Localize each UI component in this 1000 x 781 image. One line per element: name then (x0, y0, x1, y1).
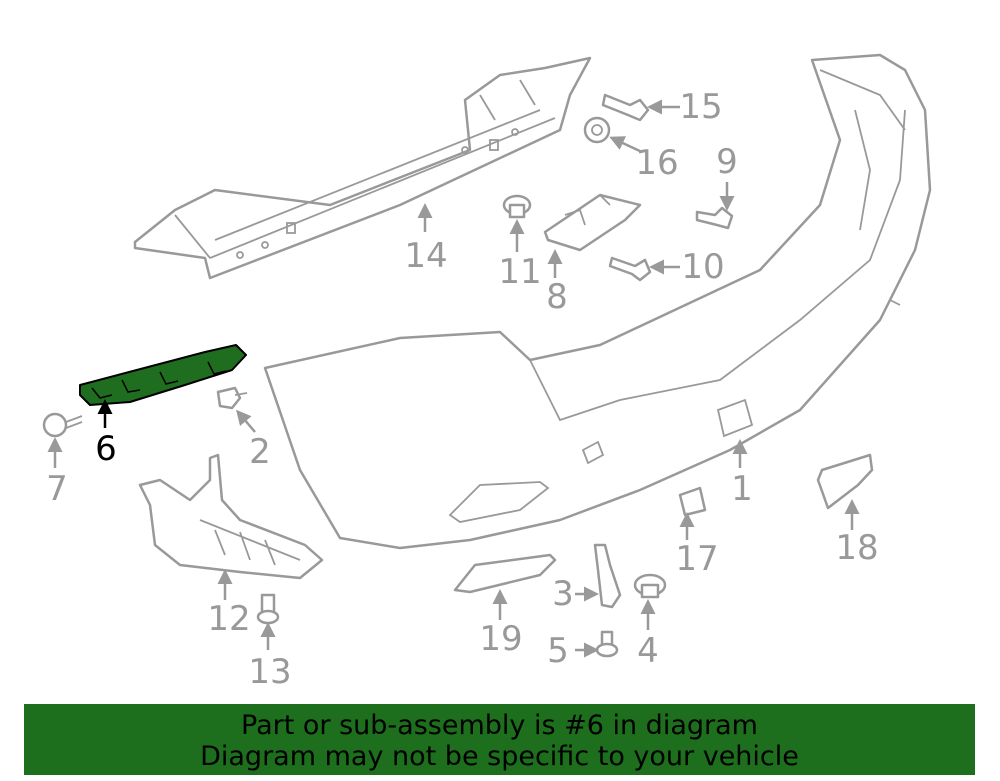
highlighted-part-6[interactable] (79, 344, 247, 406)
banner-line-2: Diagram may not be specific to your vehi… (200, 741, 799, 772)
callout-14[interactable]: 14 (404, 236, 447, 276)
callout-16[interactable]: 16 (635, 143, 678, 183)
bolt-part-9 (695, 206, 734, 230)
clip-part-13 (256, 593, 280, 625)
callout-11[interactable]: 11 (498, 252, 541, 292)
callout-17[interactable]: 17 (675, 539, 718, 579)
leader-lines (47, 99, 860, 658)
nut-part-16 (583, 116, 611, 144)
bolt-part-15 (601, 93, 650, 122)
callout-8[interactable]: 8 (546, 277, 568, 317)
cap-part-17 (678, 486, 707, 517)
callout-4[interactable]: 4 (637, 631, 659, 671)
callout-1[interactable]: 1 (731, 469, 753, 509)
info-banner: Part or sub-assembly is #6 in diagram Di… (24, 704, 975, 775)
bolt-part-5 (595, 630, 619, 658)
callout-10[interactable]: 10 (681, 247, 724, 287)
bracket-part-3 (593, 543, 622, 609)
callout-6[interactable]: 6 (95, 429, 117, 469)
callout-12[interactable]: 12 (207, 599, 250, 639)
callout-2[interactable]: 2 (249, 432, 271, 472)
callout-19[interactable]: 19 (479, 619, 522, 659)
bracket-part-8 (543, 193, 642, 252)
callout-18[interactable]: 18 (835, 528, 878, 568)
banner-line-1: Part or sub-assembly is #6 in diagram (241, 710, 758, 741)
callout-5[interactable]: 5 (547, 631, 569, 671)
reflector-part-19 (453, 553, 557, 594)
clip-part-11 (502, 194, 532, 219)
callout-labels: 1 2 3 4 5 6 7 8 9 10 11 12 13 14 15 16 1… (46, 87, 878, 692)
clip-part-4 (633, 573, 667, 599)
callout-9[interactable]: 9 (716, 142, 738, 182)
clip-part-2 (216, 386, 248, 410)
screw-part-7 (42, 412, 83, 438)
callout-15[interactable]: 15 (679, 87, 722, 127)
reinforcement-beam-part (133, 56, 592, 280)
callout-3[interactable]: 3 (552, 574, 574, 614)
cover-part-18 (816, 453, 874, 510)
bolt-part-10 (608, 256, 652, 282)
callout-7[interactable]: 7 (46, 469, 68, 509)
bumper-cover-part (263, 53, 932, 550)
side-bracket-part-12 (138, 453, 324, 580)
callout-13[interactable]: 13 (248, 652, 291, 692)
